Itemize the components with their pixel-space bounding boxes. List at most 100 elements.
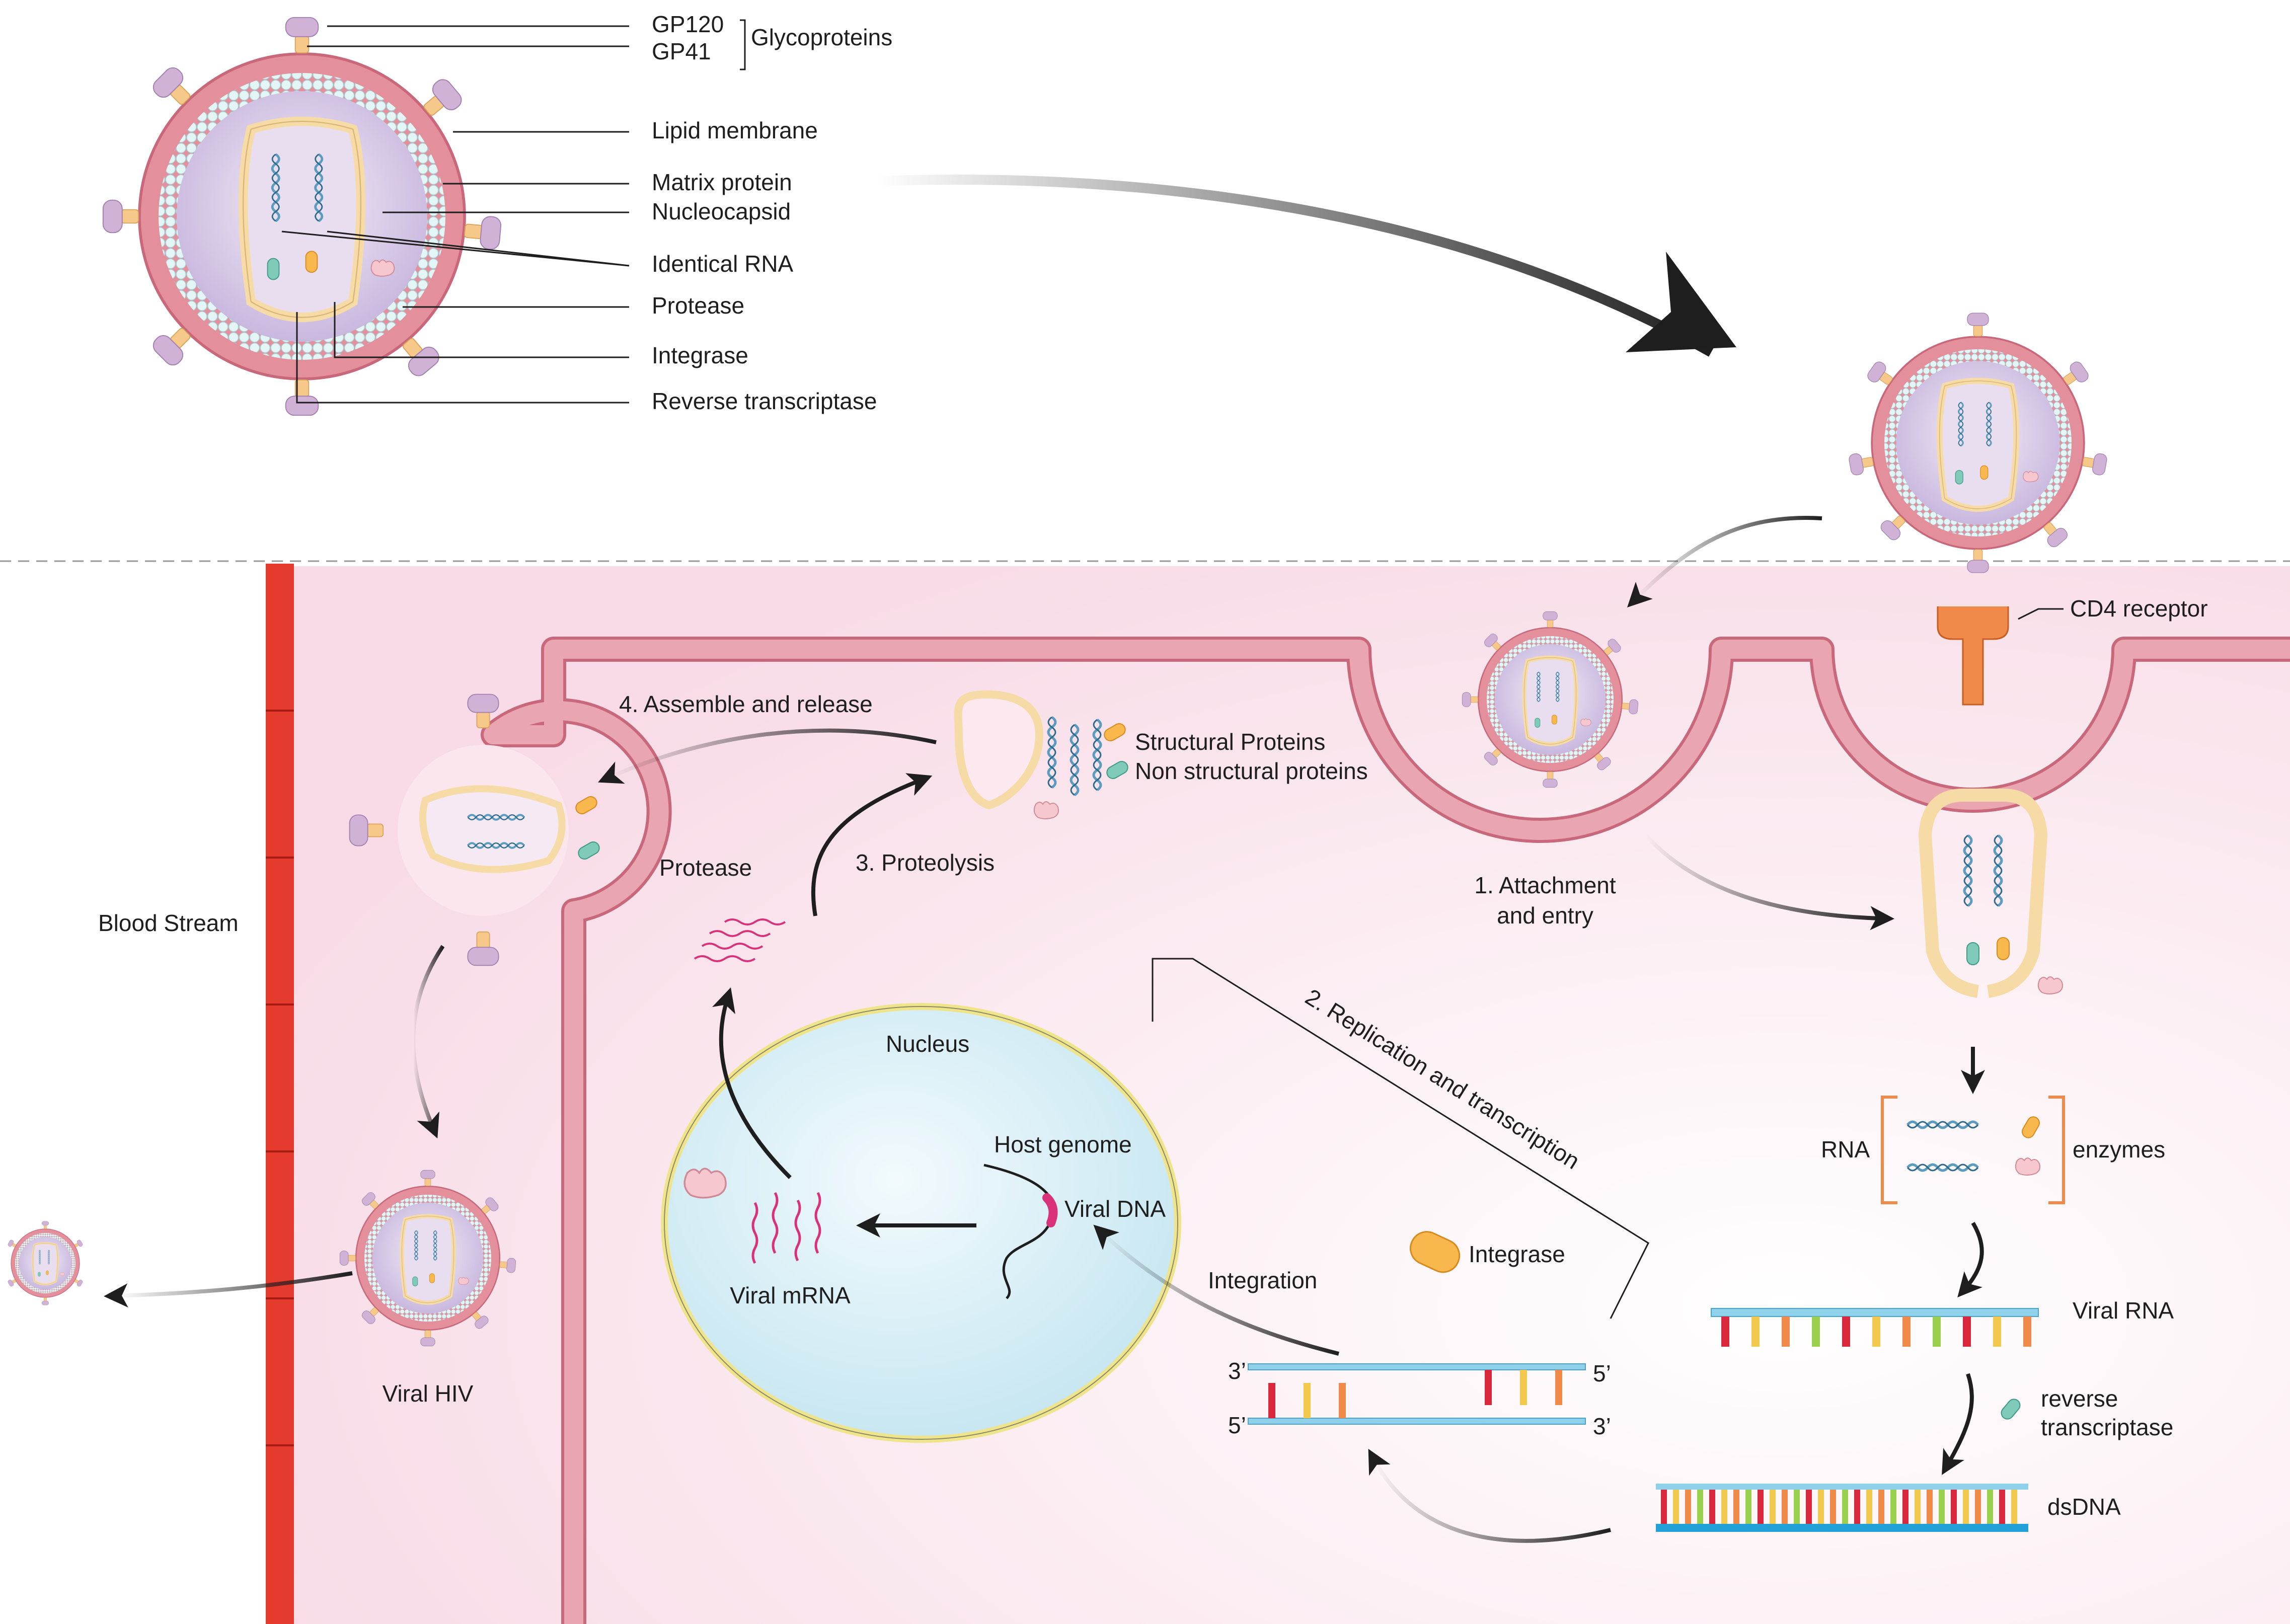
nucleotide [1751, 1317, 1760, 1347]
entry-arrow [1627, 516, 1822, 607]
blood-vessel [266, 564, 294, 1624]
label-protease-cytoplasm: Protease [659, 855, 752, 881]
nucleotide [1304, 1383, 1311, 1418]
nucleotide [1842, 1490, 1848, 1524]
nucleotide [1721, 1490, 1727, 1524]
label-five-prime-b: 5’ [1228, 1412, 1246, 1438]
release-arrow [411, 945, 445, 1139]
cell-background [267, 566, 2290, 1624]
label-rna: RNA [1821, 1136, 1870, 1163]
uncoated-capsid [1918, 789, 2063, 998]
nucleotide [1842, 1317, 1850, 1347]
viral-mrna-nucleus [751, 1192, 821, 1264]
nucleotide [1963, 1317, 1971, 1347]
integration-dna: 3’ 5’ 5’ 3’ [1228, 1358, 1611, 1439]
label-lipid-membrane: Lipid membrane [652, 117, 818, 143]
label-integrase: Integrase [1469, 1241, 1565, 1267]
proteolysis-arrow [811, 773, 933, 916]
hiv-virion-binding [1848, 313, 2108, 573]
arrow-to-viral-rna [1957, 1221, 1984, 1298]
dsdna-strand: dsDNA [1656, 1484, 2121, 1532]
nucleotide [1951, 1490, 1957, 1524]
nucleotide [1902, 1490, 1909, 1524]
nucleotide [1721, 1317, 1729, 1347]
bloodstream-virion [7, 1221, 84, 1305]
label-step1-line1: 1. Attachment [1474, 872, 1616, 898]
integration-arrow [1093, 1224, 1339, 1356]
nucleotide [1685, 1490, 1691, 1524]
label-blood-stream: Blood Stream [98, 910, 239, 936]
virion-leader-lines [281, 19, 746, 404]
uncoating-arrow [1644, 834, 1894, 931]
protease-icon [683, 1168, 727, 1199]
assembly-arrow [598, 728, 937, 784]
nucleotide [1933, 1317, 1941, 1347]
label-three-prime-b: 3’ [1593, 1413, 1611, 1439]
viral-rna-strand: Viral RNA [1711, 1297, 2174, 1347]
label-protease: Protease [652, 292, 744, 319]
nucleotide [1520, 1370, 1527, 1405]
label-gp41: GP41 [652, 38, 711, 64]
label-non-structural-proteins: Non structural proteins [1135, 758, 1368, 784]
nucleotide [1975, 1490, 1981, 1524]
label-nucleus: Nucleus [886, 1031, 969, 1057]
nucleotide [1818, 1490, 1824, 1524]
rna-enzymes-group: RNA enzymes [1821, 1096, 2165, 1204]
nucleotide [1661, 1490, 1667, 1524]
nucleotide [1782, 1317, 1790, 1347]
bloodstream-arrow [104, 1271, 353, 1308]
cd4-receptor: CD4 receptor [1937, 595, 2208, 706]
label-host-genome: Host genome [994, 1131, 1132, 1157]
nucleotide [1830, 1490, 1836, 1524]
viral-mrna-cytoplasm [694, 918, 786, 962]
nucleotide [1902, 1317, 1911, 1347]
nucleotide [1890, 1490, 1896, 1524]
nucleotide [1854, 1490, 1860, 1524]
label-viral-hiv: Viral HIV [383, 1380, 474, 1407]
label-reverse-transcriptase: Reverse transcriptase [652, 388, 877, 414]
host-genome [983, 1164, 1058, 1299]
hiv-virion-detailed [102, 17, 502, 416]
nucleus [661, 1003, 1181, 1443]
nucleotide [2023, 1317, 2031, 1347]
nucleotide [1866, 1490, 1872, 1524]
nucleotide [1939, 1490, 1945, 1524]
nucleotide [1927, 1490, 1933, 1524]
label-glycoproteins: Glycoproteins [751, 24, 892, 50]
nucleotide [1339, 1383, 1346, 1418]
nucleotide [2011, 1490, 2017, 1524]
label-gp120: GP120 [652, 11, 724, 37]
nucleotide [1758, 1490, 1764, 1524]
nucleotide [1993, 1317, 2001, 1347]
label-step1-line2: and entry [1497, 902, 1593, 929]
virion-labels: GP120 GP41 Glycoproteins Lipid membrane … [652, 11, 892, 414]
label-viral-mrna: Viral mRNA [730, 1282, 851, 1308]
label-reverse-line1: reverse [2041, 1385, 2118, 1412]
nucleotide [1709, 1490, 1715, 1524]
nucleotide [1782, 1490, 1788, 1524]
label-viral-rna: Viral RNA [2073, 1297, 2174, 1324]
export-arrow [712, 987, 792, 1179]
arrow-to-dsdna [1942, 1373, 1974, 1475]
nucleotide [1878, 1490, 1884, 1524]
viral-proteins-group [954, 690, 1131, 819]
label-enzymes: enzymes [2073, 1136, 2165, 1163]
nucleotide [1915, 1490, 1921, 1524]
label-reverse-line2: transcriptase [2041, 1414, 2173, 1440]
nucleotide [1806, 1490, 1812, 1524]
nucleotide [1485, 1370, 1492, 1405]
nucleotide [1872, 1317, 1880, 1347]
label-step3: 3. Proteolysis [856, 849, 995, 876]
label-structural-proteins: Structural Proteins [1135, 729, 1325, 755]
nucleotide [1794, 1490, 1800, 1524]
label-integration: Integration [1208, 1267, 1317, 1293]
integrase-icon [1410, 1231, 1461, 1273]
label-viral-dna: Viral DNA [1064, 1196, 1166, 1222]
label-cd4-receptor: CD4 receptor [2070, 595, 2208, 622]
nucleotide [1745, 1490, 1751, 1524]
nucleotide [1812, 1317, 1820, 1347]
transfer-arrow-head [1626, 252, 1736, 352]
label-integrase: Integrase [652, 342, 748, 368]
nucleotide [1770, 1490, 1776, 1524]
